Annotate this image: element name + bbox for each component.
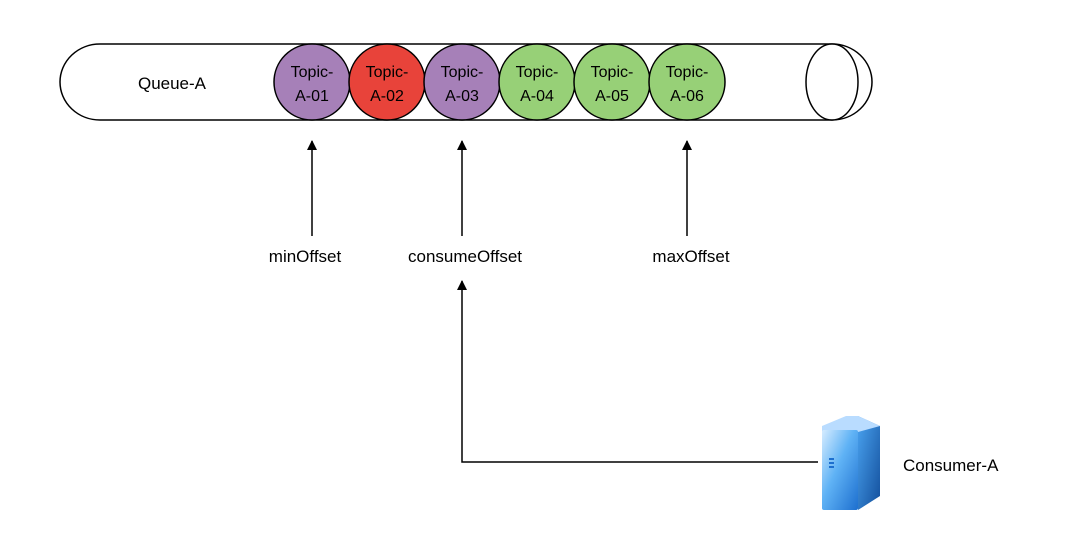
server-icon-top — [822, 416, 880, 432]
topic-item: Topic- A-06 — [648, 43, 726, 121]
consumer-connector-arrow — [457, 280, 818, 463]
topic-circle — [348, 43, 426, 121]
topic-label-line1: Topic- — [666, 64, 709, 81]
queue-label: Queue-A — [138, 74, 207, 93]
consumer-label: Consumer-A — [903, 456, 999, 475]
topic-label-line2: A-02 — [370, 88, 404, 105]
topic-label-line1: Topic- — [441, 64, 484, 81]
topic-item: Topic- A-02 — [348, 43, 426, 121]
topic-circle — [573, 43, 651, 121]
server-icon-front — [822, 430, 858, 510]
offset-pointers — [307, 140, 692, 236]
topic-circle — [648, 43, 726, 121]
topic-label-line2: A-04 — [520, 88, 554, 105]
topic-item: Topic- A-04 — [498, 43, 576, 121]
queue-cylinder-end — [805, 43, 859, 121]
server-icon-slot — [829, 458, 834, 460]
topic-label-line1: Topic- — [591, 64, 634, 81]
topic-item: Topic- A-05 — [573, 43, 651, 121]
topic-list: Topic- A-01 Topic- A-02 Topic- A-03 Topi… — [273, 43, 726, 121]
topic-label-line2: A-06 — [670, 88, 704, 105]
consume-offset-label: consumeOffset — [408, 247, 522, 266]
topic-label-line1: Topic- — [366, 64, 409, 81]
min-offset-label: minOffset — [269, 247, 342, 266]
topic-circle — [423, 43, 501, 121]
topic-label-line1: Topic- — [291, 64, 334, 81]
topic-label-line2: A-01 — [295, 88, 329, 105]
offset-labels: minOffset consumeOffset maxOffset — [269, 247, 730, 266]
topic-item: Topic- A-01 — [273, 43, 351, 121]
max-offset-label: maxOffset — [652, 247, 729, 266]
server-icon-side — [858, 416, 880, 510]
topic-circle — [273, 43, 351, 121]
topic-label-line2: A-03 — [445, 88, 479, 105]
topic-item: Topic- A-03 — [423, 43, 501, 121]
server-icon-slot — [829, 466, 834, 468]
topic-label-line2: A-05 — [595, 88, 629, 105]
topic-label-line1: Topic- — [516, 64, 559, 81]
topic-circle — [498, 43, 576, 121]
server-icon — [822, 416, 880, 510]
server-icon-slot — [829, 462, 834, 464]
